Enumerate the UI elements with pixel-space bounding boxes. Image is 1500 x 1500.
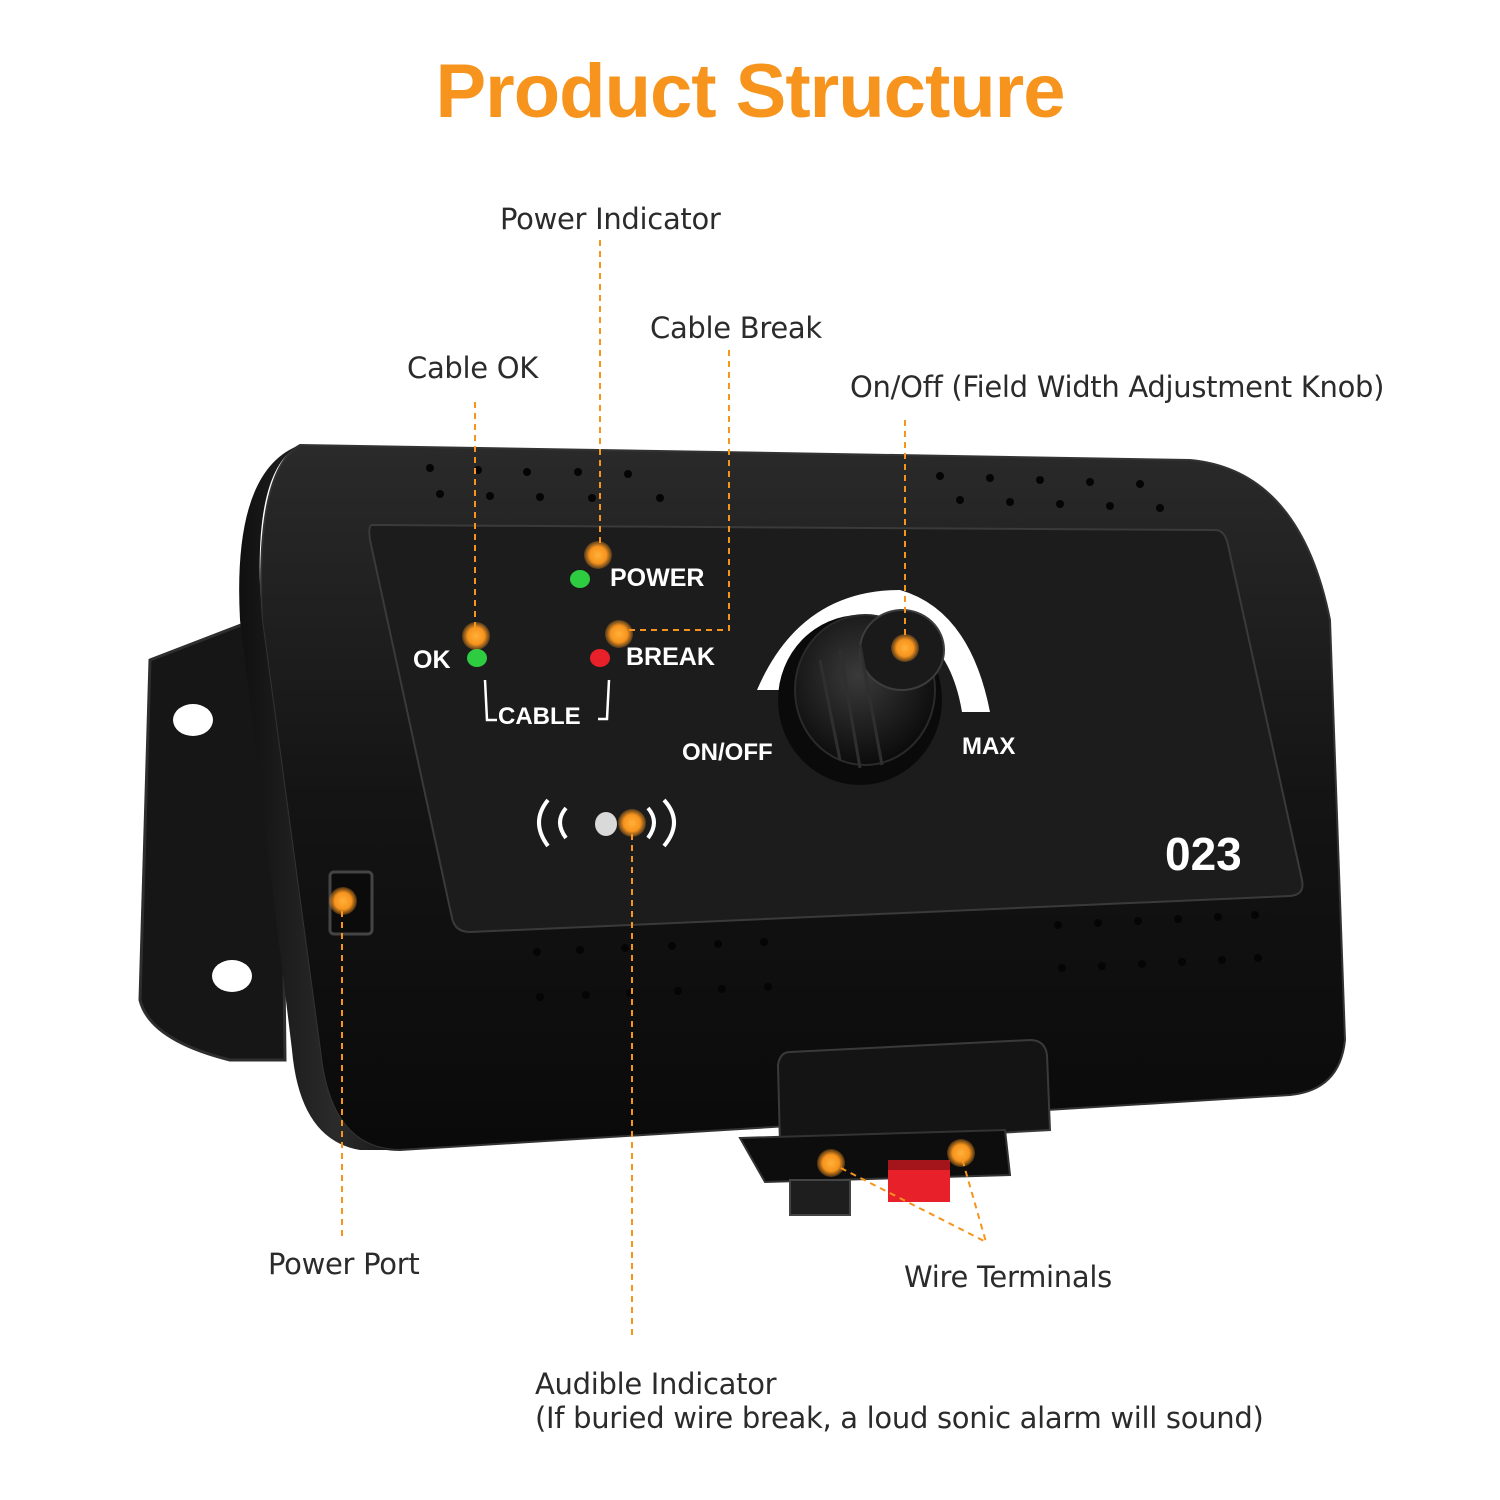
cable-label: CABLE bbox=[498, 703, 581, 730]
callout-audible-indicator: Audible Indicator (If buried wire break,… bbox=[535, 1367, 1264, 1435]
black-terminal bbox=[789, 1179, 851, 1216]
audible-indicator-note: (If buried wire break, a loud sonic alar… bbox=[535, 1401, 1264, 1435]
callout-power-port: Power Port bbox=[268, 1247, 420, 1281]
model-number: 023 bbox=[1165, 828, 1242, 880]
red-terminal bbox=[888, 1168, 950, 1202]
power-led bbox=[570, 570, 590, 588]
audible-indicator-lens bbox=[595, 812, 617, 836]
callout-wire-terminals: Wire Terminals bbox=[904, 1260, 1112, 1294]
device-side bbox=[239, 445, 400, 1150]
callout-dots bbox=[329, 541, 975, 1177]
ok-label: OK bbox=[413, 646, 451, 674]
cable-bracket bbox=[483, 679, 611, 722]
callout-power-indicator: Power Indicator bbox=[500, 202, 721, 236]
callout-cable-ok: Cable OK bbox=[407, 351, 538, 385]
ok-led bbox=[467, 649, 487, 667]
power-label: POWER bbox=[610, 564, 704, 592]
page-title: Product Structure bbox=[435, 49, 1065, 134]
break-label: BREAK bbox=[626, 643, 715, 671]
callout-cable-break: Cable Break bbox=[650, 311, 822, 345]
break-led bbox=[590, 649, 610, 667]
sound-wave-icon bbox=[537, 798, 676, 848]
terminal-block bbox=[776, 1038, 1052, 1147]
mounting-hole bbox=[212, 960, 252, 992]
audible-indicator-title: Audible Indicator bbox=[535, 1367, 777, 1401]
max-label: MAX bbox=[962, 733, 1015, 760]
callout-knob: On/Off (Field Width Adjustment Knob) bbox=[850, 370, 1385, 404]
mounting-hole bbox=[173, 704, 213, 736]
on-off-label: ON/OFF bbox=[682, 739, 773, 766]
leader-lines bbox=[341, 240, 988, 1340]
